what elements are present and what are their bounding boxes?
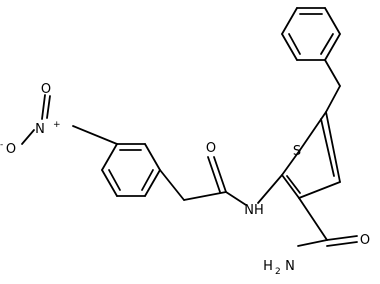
nitro-plus-charge: + [53, 120, 61, 130]
phenyl-ring [281, 7, 341, 61]
nh2-subscript: 2 [275, 267, 281, 277]
nitrophenyl-ring [72, 125, 161, 197]
carboxamide-o-label: O [360, 233, 370, 248]
benzyl-ch2 [324, 59, 341, 113]
nh2-n-label: N [285, 259, 295, 274]
nitro-o-top-label: O [41, 82, 51, 97]
thiophene-s-label: S [293, 144, 301, 159]
nh2-h-label: H [263, 259, 273, 274]
thiophene-ring [281, 111, 341, 199]
nh2-label: H 2 N [263, 259, 295, 277]
nh-label: NH [244, 203, 264, 218]
amide-o-label: O [206, 141, 216, 156]
nitro-group [21, 94, 51, 145]
nitro-n-label: N [35, 122, 45, 137]
nitro-o-left-label: O [6, 142, 16, 157]
amide-linker [159, 156, 283, 206]
nitro-minus-charge: - [0, 140, 3, 150]
carboxamide-group [297, 197, 358, 247]
